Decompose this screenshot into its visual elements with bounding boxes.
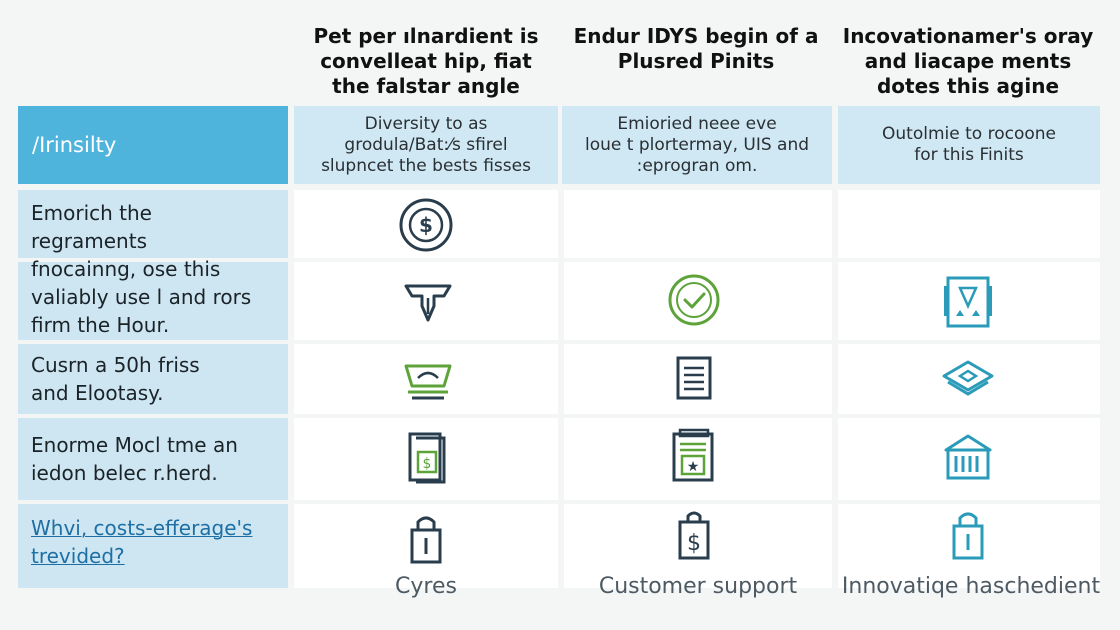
row-divider [18, 258, 1100, 262]
column-subheading-3: Outolmie to rocoone for this Finits [838, 106, 1100, 184]
building-icon [938, 428, 998, 488]
column-heading-3: Incovationamer's oray and liacape ments … [842, 24, 1094, 98]
row-label-2: Cusrn a 50h friss and Elootasy. [31, 353, 200, 405]
column-heading-2: Endur IDYS begin of a Plusred Pinits [573, 24, 819, 73]
svg-text:$: $ [423, 456, 432, 472]
svg-text:$: $ [419, 213, 433, 237]
check-circle-icon [664, 270, 724, 330]
row-label-1: Emorich the regraments fnocainng, ose th… [31, 201, 252, 337]
shopping-bag-dollar-icon: $ [664, 506, 724, 566]
column-footer-3: Innovatiqe haschedient [841, 574, 1101, 599]
lock-icon [396, 510, 456, 570]
column-subheading-1: Diversity to as grodula/Bat:⁄s sfirel sl… [294, 106, 558, 184]
svg-text:★: ★ [687, 459, 700, 475]
header-label: /Irinsilty [18, 106, 288, 184]
certificate-icon: ★ [664, 426, 724, 486]
svg-text:$: $ [687, 531, 701, 556]
lock-icon [938, 506, 998, 566]
column-footer-1: Cyres [395, 574, 457, 599]
column-heading-1: Pet per ılnardient is convelleat hip, fi… [313, 24, 539, 98]
column-subheading-2: Emioried neee eve loue t plortermay, UIS… [562, 106, 832, 184]
row-label-link[interactable]: Whvi, costs-efferage's trevided? [31, 516, 253, 568]
column-footer-2: Customer support [598, 574, 798, 599]
row-divider [18, 414, 1100, 418]
bag-dollar-icon: $ [398, 428, 458, 488]
tower-icon [938, 272, 998, 332]
row-divider [18, 500, 1100, 504]
layers-icon [938, 348, 998, 408]
grid-cell [294, 190, 558, 588]
row-divider [18, 340, 1100, 344]
pen-nib-icon [398, 272, 458, 332]
row-label-3: Enorme Mocl tme an iedon belec r.herd. [31, 433, 238, 485]
scale-icon [398, 348, 458, 408]
row-label-panel [18, 190, 288, 588]
document-lines-icon [664, 348, 724, 408]
dollar-coin-icon: $ [396, 195, 456, 255]
